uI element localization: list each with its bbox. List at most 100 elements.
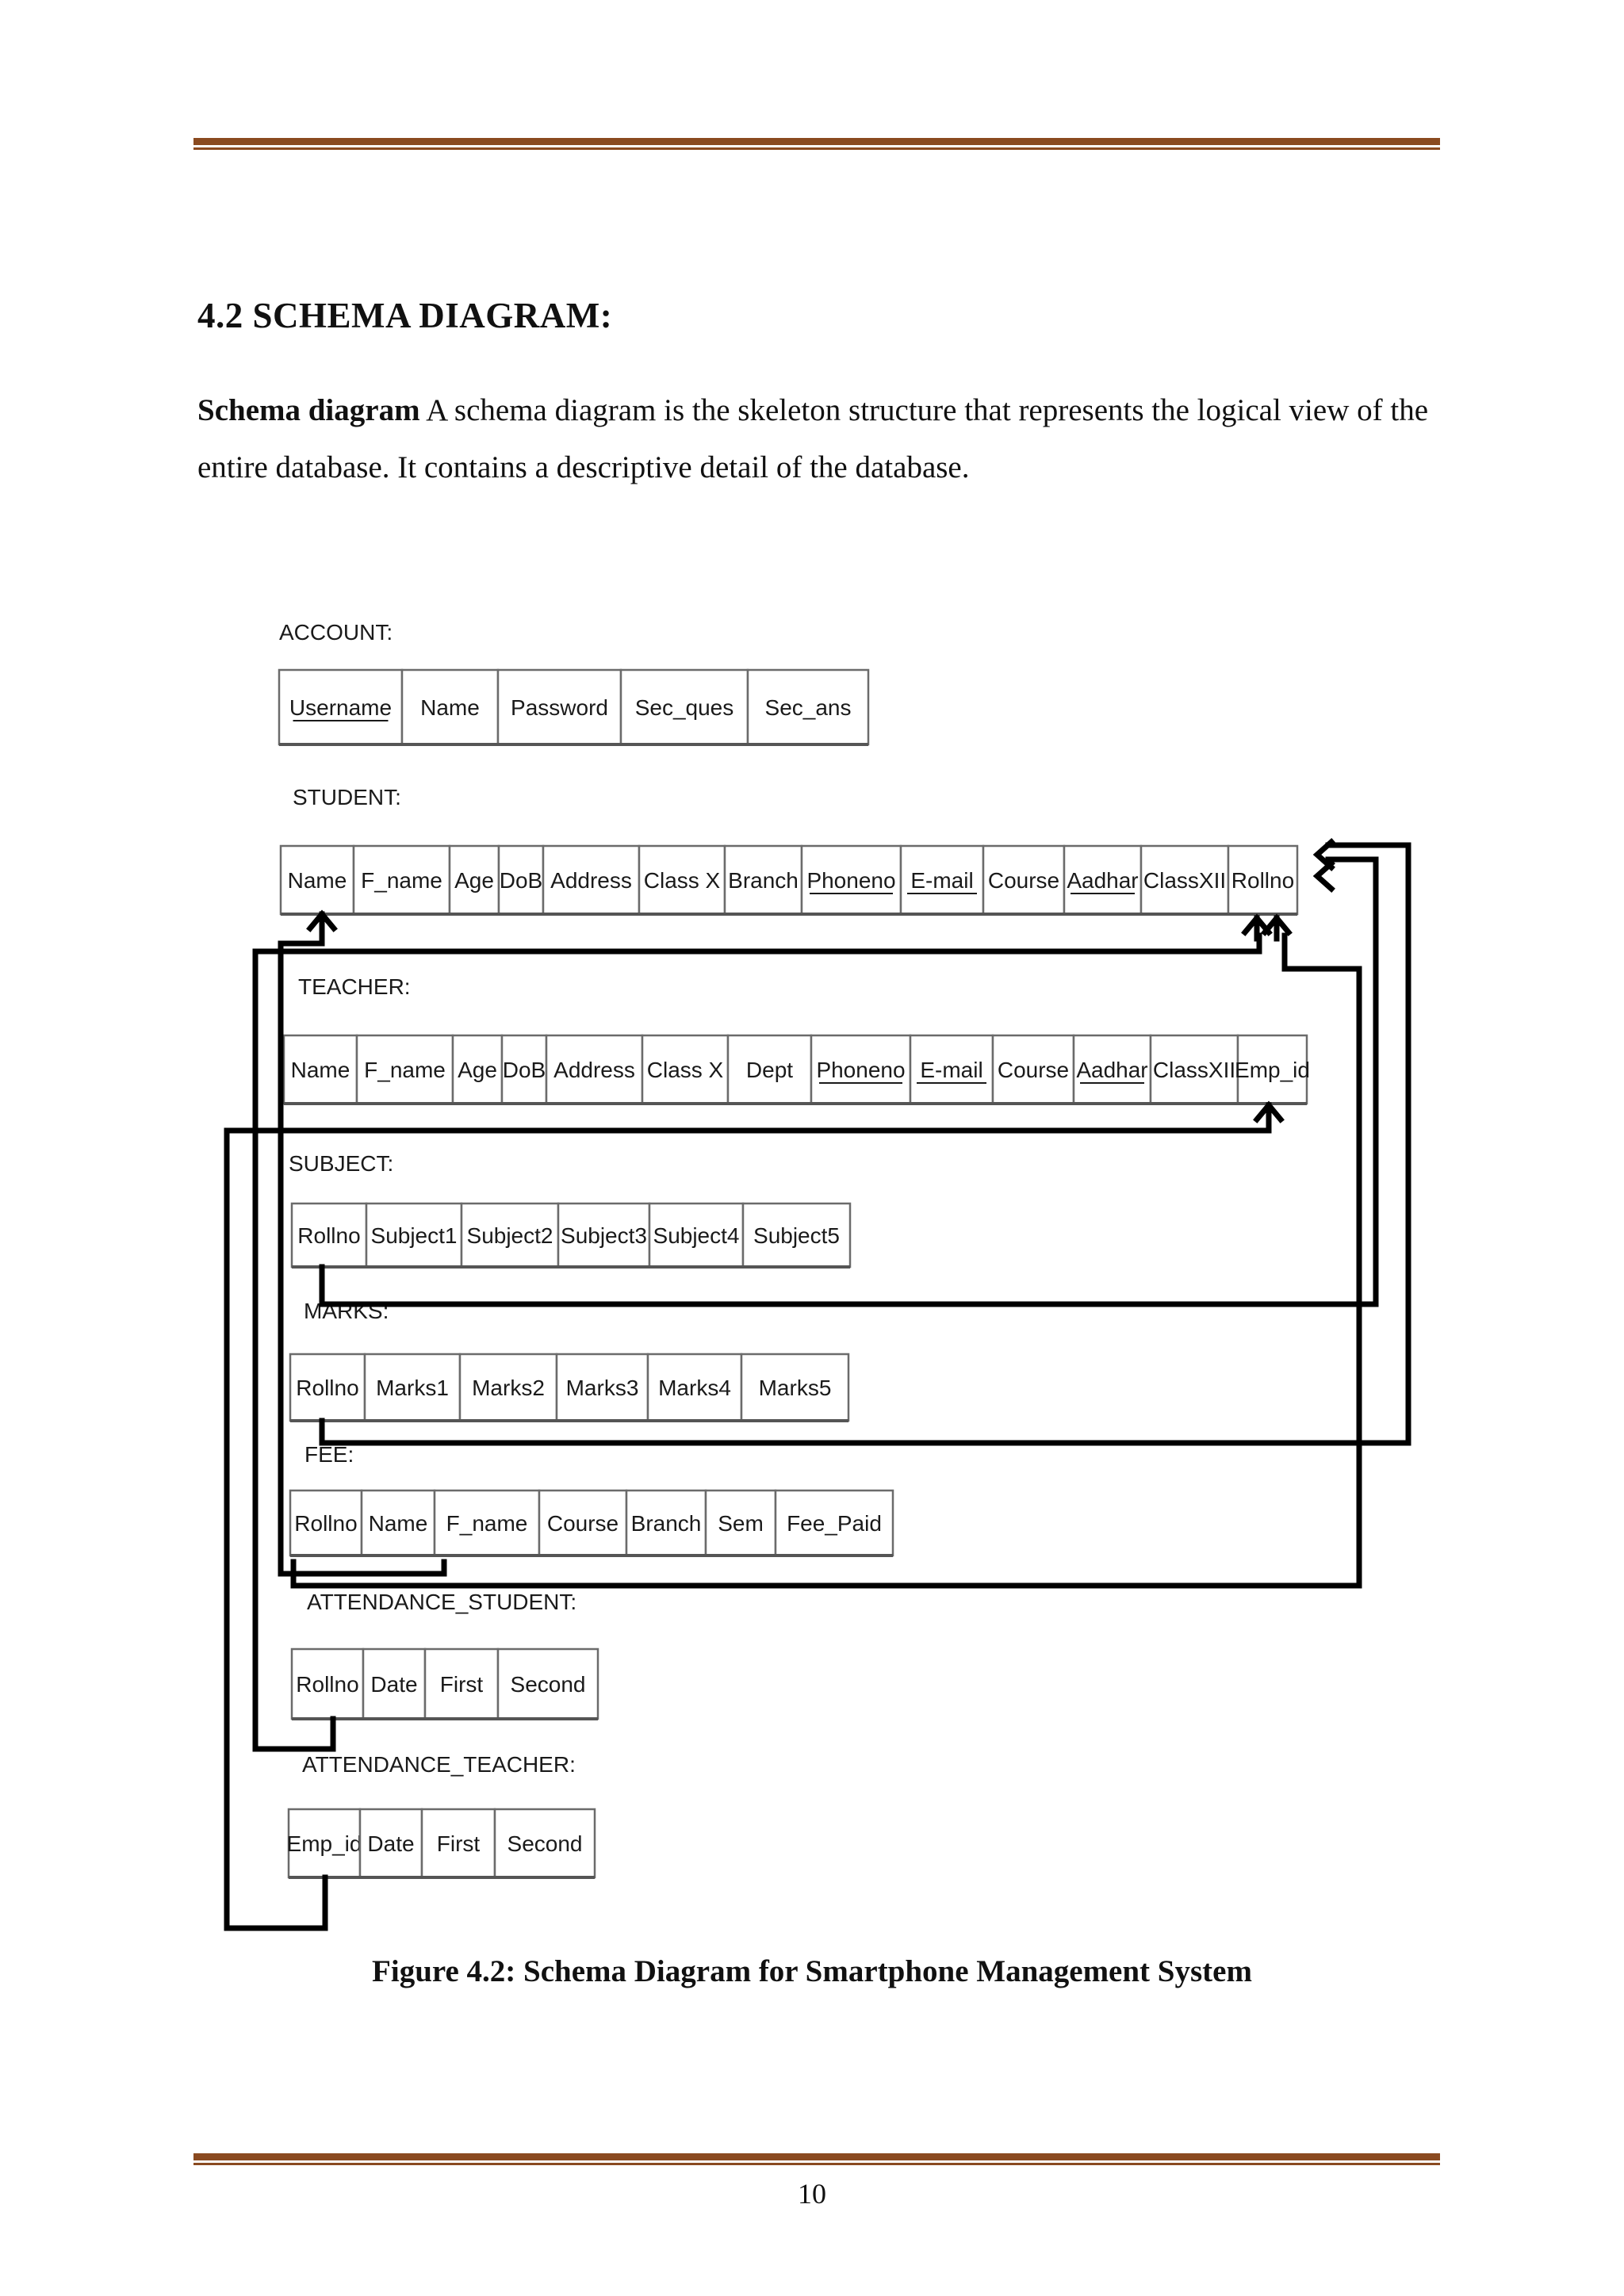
cell-fee-4 [625,1489,707,1557]
cell-teacher-11 [1149,1034,1239,1105]
cell-fee-0 [289,1489,363,1557]
column-marks-2: Marks2 [472,1376,545,1400]
cell-subject-4 [648,1202,745,1269]
column-teacher-10: Aadhar [1076,1058,1147,1082]
cell-attendance_teacher-1 [358,1808,423,1879]
cell-marks-0 [289,1353,366,1422]
column-teacher-11: ClassXII [1153,1058,1235,1082]
column-fee-4: Branch [631,1511,702,1536]
cell-student-1 [352,844,451,916]
column-student-1: F_name [361,868,442,893]
column-subject-1: Subject1 [371,1223,458,1248]
cell-attendance_student-2 [423,1647,500,1720]
cell-subject-3 [557,1202,651,1269]
intro-lead: Schema diagram [197,393,420,427]
column-student-10: Aadhar [1067,868,1138,893]
table-title-account: ACCOUNT: [279,620,393,645]
column-subject-3: Subject3 [561,1223,647,1248]
column-attendance_student-0: Rollno [296,1672,358,1697]
column-marks-1: Marks1 [376,1376,449,1400]
column-teacher-0: Name [291,1058,350,1082]
link-fee-rollno-student-rollno [290,932,1362,1589]
column-student-0: Name [288,868,347,893]
column-teacher-7: Phoneno [816,1058,905,1082]
link-marks-rollno-student-rollno [319,842,1411,1446]
column-attendance_student-2: First [440,1672,484,1697]
cell-attendance_teacher-0 [287,1808,362,1879]
cell-teacher-7 [810,1034,912,1105]
cell-attendance_student-1 [362,1647,427,1720]
column-marks-3: Marks3 [566,1376,639,1400]
cell-teacher-5 [641,1034,730,1105]
column-teacher-6: Dept [746,1058,793,1082]
header-rule [193,138,1440,150]
table-title-teacher: TEACHER: [298,974,411,999]
column-attendance_student-3: Second [511,1672,586,1697]
column-student-5: Class X [644,868,721,893]
link-attteacher-empid-teacher-empid [224,1119,1272,1931]
cell-teacher-10 [1072,1034,1152,1105]
column-fee-3: Course [547,1511,619,1536]
column-attendance_teacher-2: First [437,1831,481,1856]
column-fee-5: Sem [718,1511,764,1536]
figure-caption: Figure 4.2: Schema Diagram for Smartphon… [372,1954,1252,1988]
cell-account-3 [619,668,749,746]
column-student-9: Course [988,868,1059,893]
column-student-8: E-mail [910,868,973,893]
column-attendance_teacher-0: Emp_id [287,1831,362,1856]
column-student-7: Phoneno [806,868,895,893]
column-attendance_student-1: Date [370,1672,417,1697]
cell-student-0 [279,844,355,916]
cell-account-1 [400,668,500,746]
cell-student-5 [638,844,726,916]
cell-attendance_teacher-3 [493,1808,596,1879]
cell-teacher-1 [355,1034,454,1105]
cell-fee-6 [774,1489,894,1557]
column-student-12: Rollno [1231,868,1294,893]
column-fee-1: Name [369,1511,428,1536]
cell-account-2 [496,668,622,746]
cell-student-9 [982,844,1066,916]
column-marks-5: Marks5 [759,1376,832,1400]
column-student-3: DoB [500,868,542,893]
column-teacher-4: Address [553,1058,635,1082]
table-title-fee: FEE: [304,1442,354,1467]
footer-rule [193,2153,1440,2165]
cell-marks-2 [458,1353,558,1422]
section-heading: 4.2 SCHEMA DIAGRAM: [197,296,613,335]
column-teacher-9: Course [998,1058,1069,1082]
column-fee-0: Rollno [294,1511,357,1536]
column-account-4: Sec_ans [765,695,852,720]
table-title-attendance_teacher: ATTENDANCE_TEACHER: [302,1752,576,1777]
link-subject-rollno-student-rollno [319,856,1379,1307]
intro-text: A schema diagram is the skeleton structu… [197,393,1429,484]
column-student-4: Address [550,868,632,893]
cell-fee-2 [433,1489,541,1557]
column-marks-4: Marks4 [658,1376,731,1400]
column-fee-6: Fee_Paid [787,1511,882,1536]
arrow-rollno-head-2 [1312,859,1335,893]
column-attendance_teacher-1: Date [367,1831,414,1856]
column-subject-4: Subject4 [653,1223,740,1248]
cell-teacher-12 [1236,1034,1308,1105]
cell-marks-5 [740,1353,850,1422]
column-teacher-1: F_name [364,1058,446,1082]
column-teacher-8: E-mail [920,1058,982,1082]
link-fee-name-student-name [278,924,447,1577]
column-subject-0: Rollno [297,1223,360,1248]
column-subject-5: Subject5 [753,1223,840,1248]
cell-fee-1 [360,1489,436,1557]
column-teacher-5: Class X [647,1058,724,1082]
column-student-6: Branch [728,868,799,893]
column-account-1: Name [420,695,480,720]
cell-marks-4 [646,1353,743,1422]
cell-marks-1 [363,1353,462,1422]
column-account-3: Sec_ques [635,695,734,720]
page-number: 10 [798,2178,826,2210]
intro-paragraph: Schema diagram A schema diagram is the s… [197,382,1441,496]
table-title-student: STUDENT: [293,785,401,809]
table-title-subject: SUBJECT: [289,1151,393,1176]
table-title-attendance_student: ATTENDANCE_STUDENT: [307,1590,576,1614]
column-attendance_teacher-3: Second [508,1831,583,1856]
